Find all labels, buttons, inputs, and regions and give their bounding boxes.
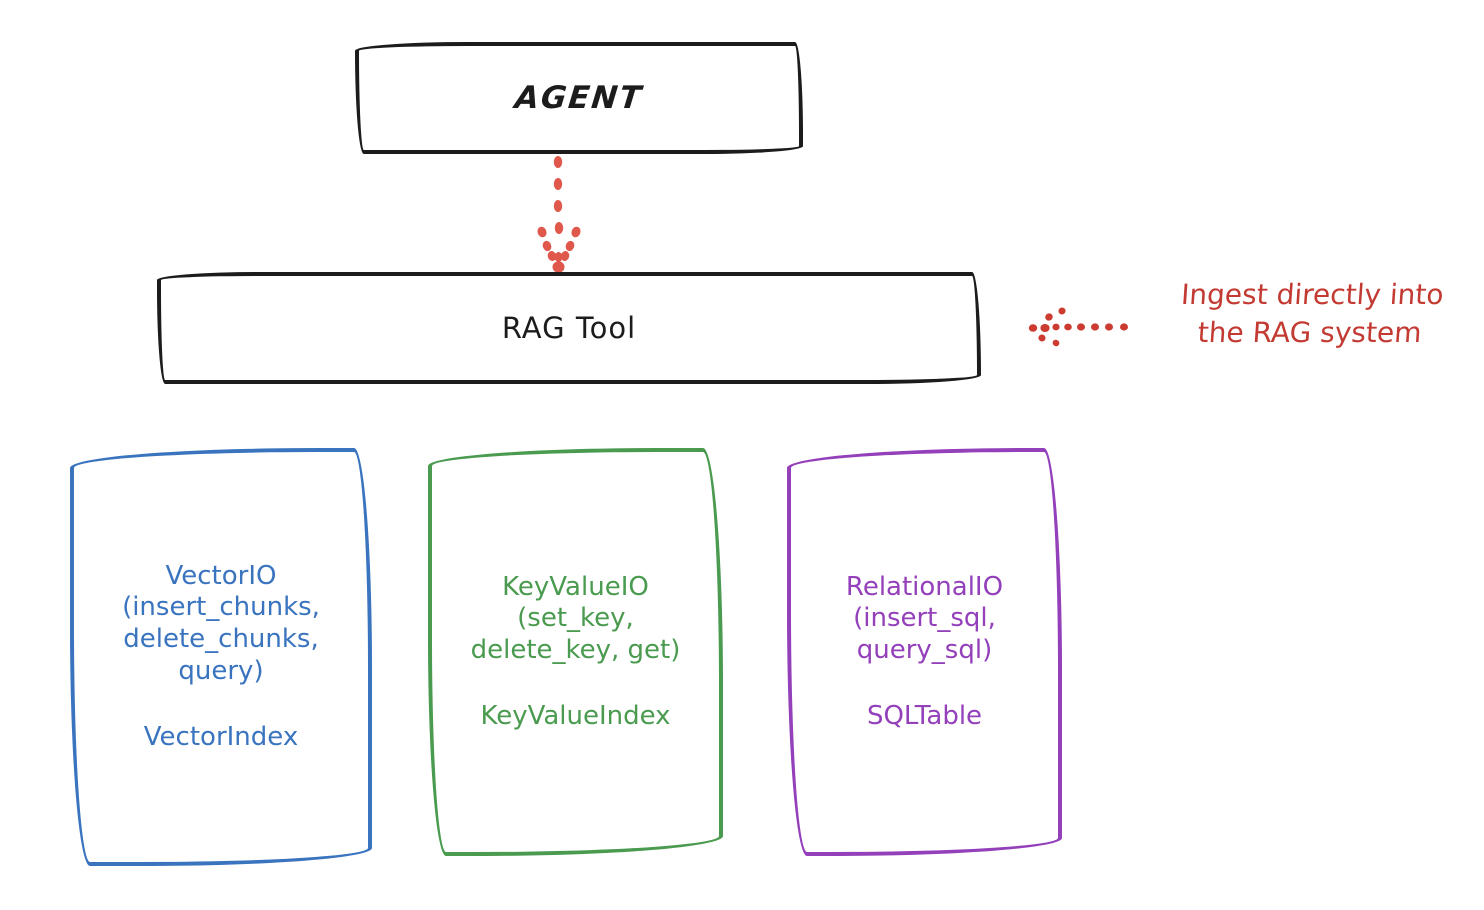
vector-io-api-label: VectorIO (insert_chunks, delete_chunks, …: [122, 560, 320, 686]
ingest-annotation-text: Ingest directly into the RAG system: [1179, 278, 1445, 349]
rag-tool-node[interactable]: RAG Tool: [157, 272, 981, 384]
ingest-arrow-icon: [1028, 307, 1128, 347]
ingest-annotation: Ingest directly into the RAG system: [1018, 276, 1478, 372]
agent-node[interactable]: AGENT: [355, 42, 803, 154]
key-value-index-label: KeyValueIndex: [480, 700, 671, 731]
relational-io-node[interactable]: RelationalIO (insert_sql, query_sql) SQL…: [787, 448, 1062, 856]
vector-index-label: VectorIndex: [143, 721, 299, 752]
relational-io-api-label: RelationalIO (insert_sql, query_sql): [845, 571, 1004, 665]
rag-tool-label: RAG Tool: [501, 311, 637, 345]
agent-to-rag-tool-arrow: [537, 156, 581, 272]
key-value-io-api-label: KeyValueIO (set_key, delete_key, get): [470, 571, 681, 665]
sql-table-label: SQLTable: [866, 700, 983, 731]
vector-io-node[interactable]: VectorIO (insert_chunks, delete_chunks, …: [70, 448, 372, 866]
agent-label: AGENT: [513, 80, 645, 116]
key-value-io-node[interactable]: KeyValueIO (set_key, delete_key, get) Ke…: [428, 448, 723, 856]
